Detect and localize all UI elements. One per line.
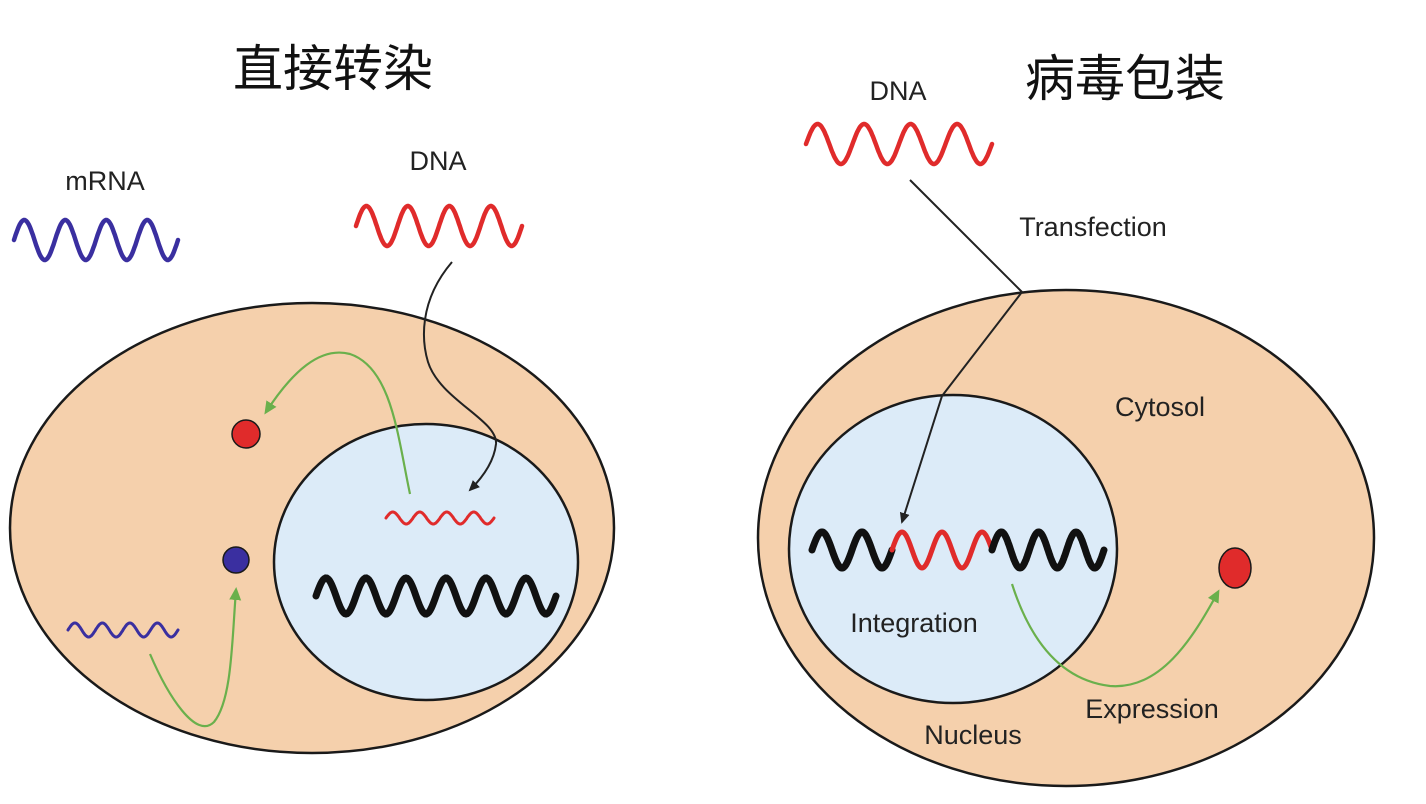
right-dna-strand xyxy=(803,121,995,167)
left-translation-arrow xyxy=(148,587,242,728)
nucleus-label: Nucleus xyxy=(924,720,1022,750)
genome-right-segment xyxy=(988,528,1108,572)
left-dna-strand xyxy=(353,203,525,249)
left-expression-arrow xyxy=(264,351,412,495)
mrna-strand xyxy=(11,217,181,263)
right-transfection-arrow xyxy=(899,179,1024,524)
integration-label: Integration xyxy=(850,608,978,638)
left-genome-strand xyxy=(312,574,560,618)
left-nuclear-dna xyxy=(384,510,496,526)
expression-label: Expression xyxy=(1085,694,1219,724)
right-expression-arrow xyxy=(1010,583,1220,688)
blue-protein xyxy=(222,546,250,574)
cytoplasmic-mrna xyxy=(66,621,180,639)
integrated-dna-segment xyxy=(889,529,995,571)
left-cell-nucleus xyxy=(272,422,580,702)
left-panel-title: 直接转染 xyxy=(233,40,433,98)
transfection-label: Transfection xyxy=(1019,212,1167,242)
left-dna-entry-arrow xyxy=(422,261,498,492)
viral-packaging-panel: 病毒包装 DNA Transfection Cytosol Integratio… xyxy=(756,50,1376,788)
cytosol-label: Cytosol xyxy=(1115,392,1205,422)
mrna-label: mRNA xyxy=(65,166,145,196)
left-dna-label: DNA xyxy=(409,146,466,176)
direct-transfection-panel: 直接转染 mRNA DNA xyxy=(8,40,616,755)
genome-left-segment xyxy=(808,528,896,572)
right-panel-title: 病毒包装 xyxy=(1025,50,1225,108)
expressed-protein xyxy=(1218,547,1252,589)
right-dna-label: DNA xyxy=(869,76,926,106)
red-protein xyxy=(231,419,261,449)
